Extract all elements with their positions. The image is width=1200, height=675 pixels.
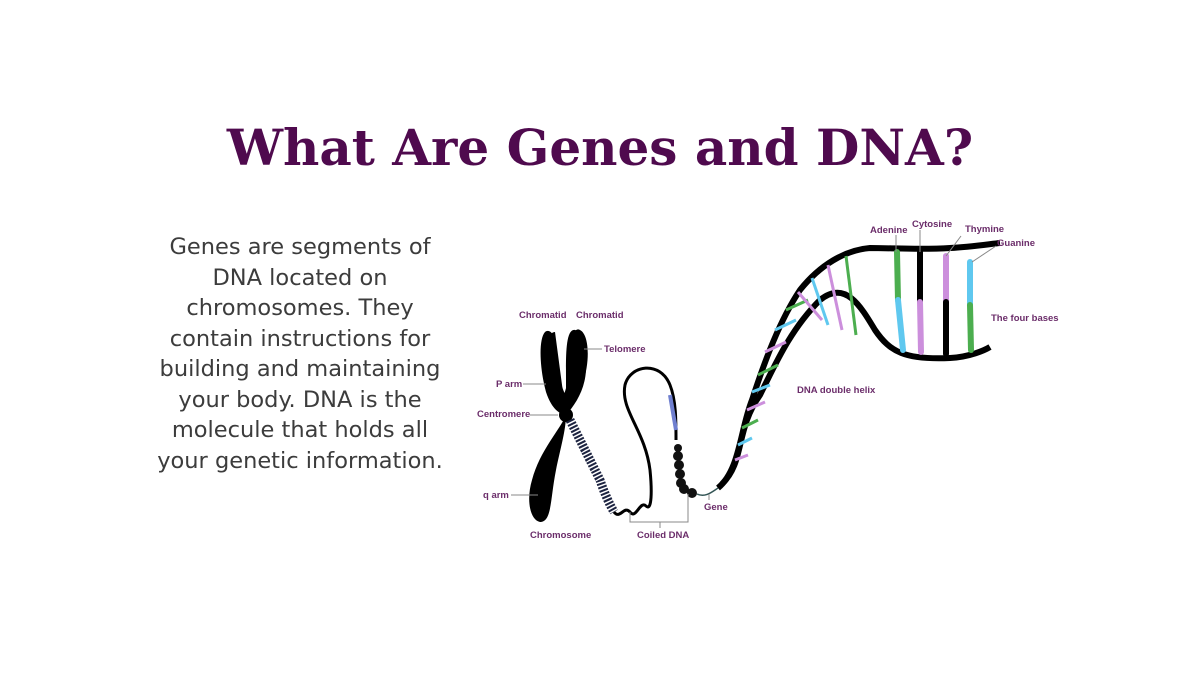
label-chromatid-right: Chromatid xyxy=(576,310,624,321)
label-coiled-dna: Coiled DNA xyxy=(637,530,690,541)
label-chromatid-left: Chromatid xyxy=(519,310,567,321)
label-chromosome: Chromosome xyxy=(530,530,592,541)
label-dna-double-helix: DNA double helix xyxy=(797,385,876,396)
label-p-arm: P arm xyxy=(496,379,523,390)
label-q-arm: q arm xyxy=(483,490,509,501)
dna-diagram: Chromatid Chromatid Telomere P arm Centr… xyxy=(460,210,1080,550)
page-title: What Are Genes and DNA? xyxy=(226,118,974,177)
label-centromere: Centromere xyxy=(477,409,531,420)
chromosome-to-dna-illustration xyxy=(511,230,1001,528)
label-cytosine: Cytosine xyxy=(912,219,953,230)
label-thymine: Thymine xyxy=(965,224,1005,235)
label-adenine: Adenine xyxy=(870,225,908,236)
double-helix xyxy=(715,240,1001,491)
label-guanine: Guanine xyxy=(997,238,1036,249)
chromosome-shape xyxy=(529,329,588,522)
nucleosomes xyxy=(673,444,697,498)
label-gene: Gene xyxy=(704,502,728,513)
label-telomere: Telomere xyxy=(604,344,646,355)
label-four-bases: The four bases xyxy=(991,313,1059,324)
description-text: Genes are segments of DNA located on chr… xyxy=(157,234,443,474)
